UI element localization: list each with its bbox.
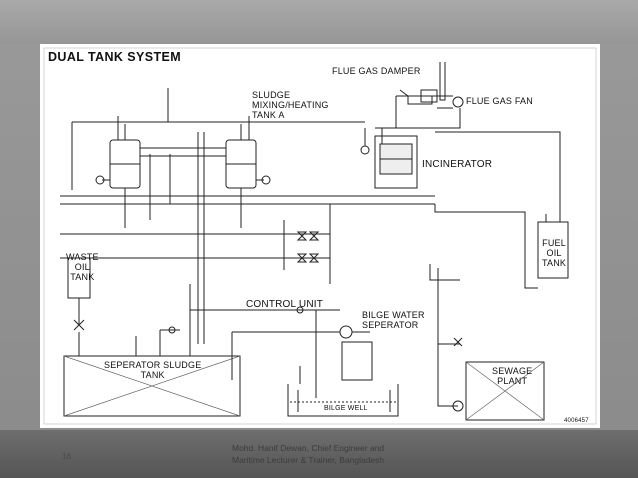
slide-bottom-band (0, 430, 638, 478)
diagram-drawing (43, 47, 597, 425)
drawing-number: 4006457 (564, 418, 589, 424)
burner (360, 145, 370, 155)
incinerator-label: INCINERATOR (422, 159, 493, 170)
flue-gas-damper-label: FLUE GAS DAMPER (332, 66, 421, 76)
fuel-supply-line (435, 131, 561, 220)
bilge-well-label: BILGE WELL (324, 405, 368, 412)
sludge-tank-label: SLUDGE MIXING/HEATING TANK A (252, 90, 329, 120)
fuel-oil-tank (537, 221, 569, 279)
dual-tank-system-diagram: DUAL TANK SYSTEM FLUE GAS DAMPER FLUE GA… (40, 44, 600, 428)
slide-number: 16 (62, 452, 71, 461)
flue-gas-fan-label: FLUE GAS FAN (466, 96, 533, 106)
sewage-plant (465, 361, 545, 421)
pump-left (95, 175, 105, 185)
control-unit-node (296, 306, 304, 314)
pump-right (261, 175, 271, 185)
flue-gas-stack (439, 62, 446, 101)
separator-sludge-tank-label: SEPERATOR SLUDGE TANK (104, 360, 202, 380)
flue-duct (396, 95, 433, 105)
central-risers (197, 132, 205, 344)
separator-sludge-tank (63, 355, 241, 417)
credit-line-2: Maritime Lecturer & Trainer, Bangladesh (232, 455, 385, 465)
flue-gas-fan (452, 96, 464, 108)
waste-oil-tank-label: WASTE OIL TANK (66, 252, 99, 282)
diagram-title: DUAL TANK SYSTEM (48, 50, 182, 64)
bilge-pump (339, 325, 353, 339)
bilge-water-separator-label: BILGE WATER SEPERATOR (362, 310, 425, 330)
slide-top-band (0, 0, 638, 44)
damper-line (399, 89, 440, 97)
incinerator-body (374, 135, 418, 189)
sewage-pump (452, 400, 464, 412)
author-credit: Mohd. Hanif Dewan, Chief Engineer and Ma… (232, 442, 422, 466)
bilge-water-separator (341, 341, 373, 381)
fuel-oil-tank-label: FUEL OIL TANK (542, 238, 567, 268)
control-unit-label: CONTROL UNIT (246, 299, 324, 310)
bilge-well (287, 384, 399, 417)
credit-line-1: Mohd. Hanif Dewan, Chief Engineer and (232, 443, 385, 453)
diagram-frame (43, 47, 597, 425)
sewage-plant-label: SEWAGE PLANT (492, 366, 533, 386)
